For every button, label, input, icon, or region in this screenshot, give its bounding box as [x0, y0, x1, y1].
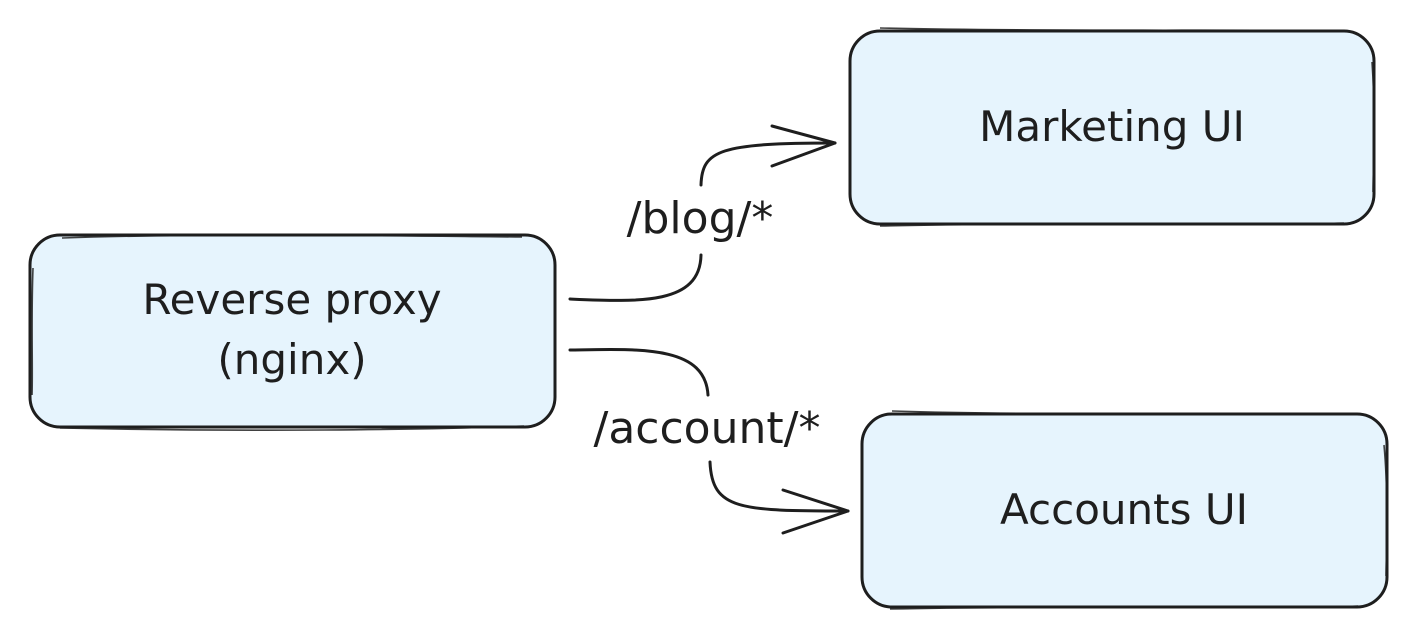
- node-marketing-ui-label: Marketing UI: [979, 102, 1245, 151]
- edge-account-line-lower: [708, 460, 850, 513]
- node-accounts-ui-sketch: [889, 410, 1388, 610]
- edge-account: /account/*: [568, 348, 850, 535]
- node-reverse-proxy-box: [28, 233, 557, 429]
- node-reverse-proxy-label-line2: (nginx): [217, 335, 366, 384]
- edge-account-arrowhead: [781, 488, 850, 535]
- edge-blog-line-lower: [568, 253, 703, 302]
- node-accounts-ui: Accounts UI: [860, 410, 1389, 610]
- edge-account-line-upper: [568, 348, 710, 397]
- edge-blog-arrowhead: [770, 124, 837, 168]
- node-marketing-ui: Marketing UI: [848, 27, 1376, 227]
- node-reverse-proxy: Reverse proxy (nginx): [28, 233, 557, 431]
- edge-blog: /blog/*: [568, 124, 837, 302]
- node-marketing-ui-sketch: [879, 27, 1375, 227]
- node-reverse-proxy-sketch: [31, 234, 525, 431]
- node-reverse-proxy-label-line1: Reverse proxy: [142, 275, 441, 324]
- edge-blog-line-upper: [699, 141, 837, 187]
- edge-label-blog: /blog/*: [627, 193, 774, 244]
- edge-label-account: /account/*: [594, 403, 821, 454]
- node-accounts-ui-label: Accounts UI: [1000, 485, 1248, 534]
